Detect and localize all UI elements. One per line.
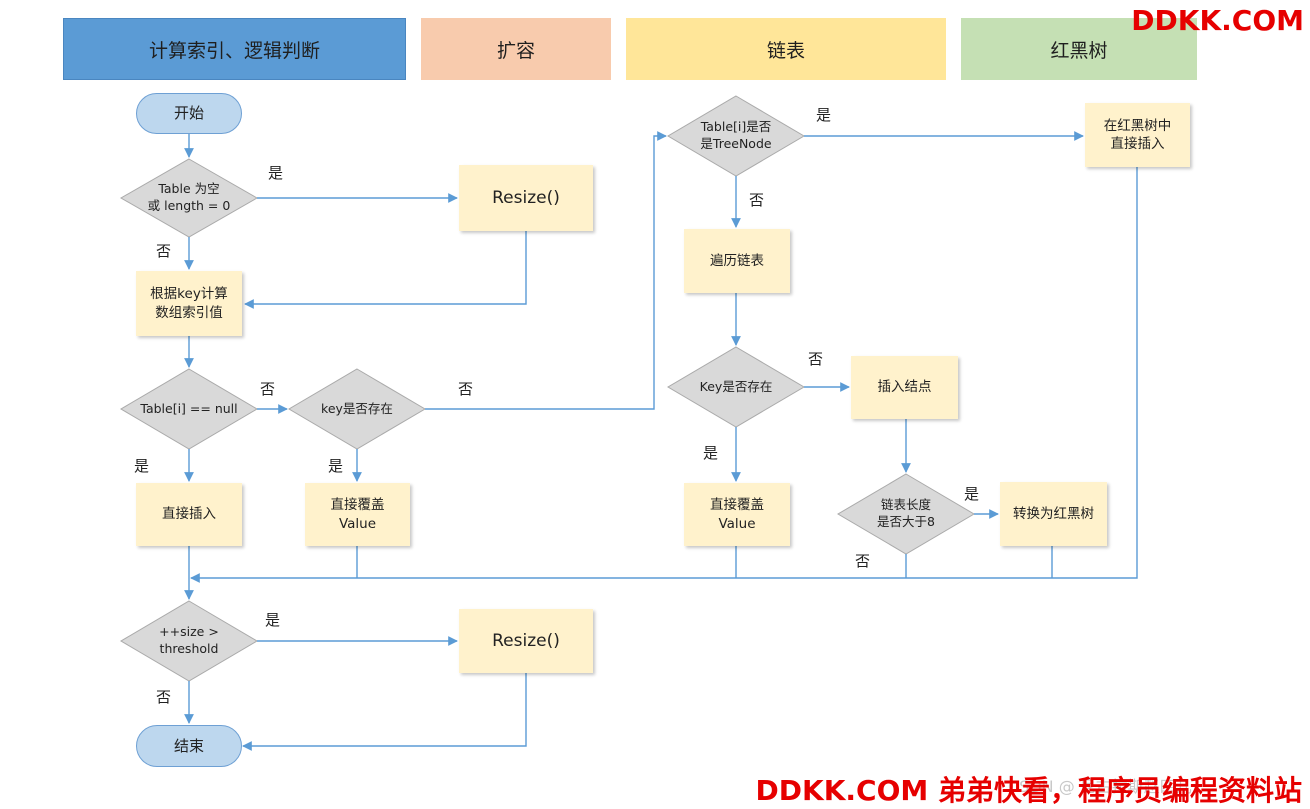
edge-label-no: 否 xyxy=(260,380,276,398)
decision-label-list-length: 链表长度 是否大于8 xyxy=(877,497,935,529)
overwrite-value-box-1: 直接覆盖 Value xyxy=(305,483,410,546)
lane-header-index-logic: 计算索引、逻辑判断 xyxy=(63,18,406,80)
edge-merge xyxy=(190,167,1138,583)
edge xyxy=(425,131,667,410)
edge-label-yes: 是 xyxy=(265,611,281,629)
convert-to-tree-box: 转换为红黑树 xyxy=(1000,482,1107,546)
start-node: 开始 xyxy=(136,93,242,134)
lane-header-resize: 扩容 xyxy=(421,18,611,80)
watermark-faint: CSDN @ 尼古拉斯赵四儿 xyxy=(1008,777,1192,796)
edge-label-yes: 是 xyxy=(816,106,832,124)
tree-insert-box: 在红黑树中 直接插入 xyxy=(1085,103,1190,167)
compute-index-box: 根据key计算 数组索引值 xyxy=(136,271,242,336)
decision-label-table-empty: Table 为空 或 length = 0 xyxy=(147,181,231,213)
edge-label-yes: 是 xyxy=(268,164,284,182)
edge-label-no: 否 xyxy=(156,688,172,706)
traverse-list-box: 遍历链表 xyxy=(684,229,790,293)
lane-header-linked-list: 链表 xyxy=(626,18,946,80)
edge-label-no: 否 xyxy=(749,191,765,209)
watermark-top: DDKK.COM xyxy=(1131,4,1304,37)
edge-label-yes: 是 xyxy=(964,485,980,503)
decision-label-key-exists: key是否存在 xyxy=(321,400,393,416)
resize-box-1: Resize() xyxy=(459,165,593,231)
edge-label-no: 否 xyxy=(855,552,871,570)
edge-label-yes: 是 xyxy=(134,457,150,475)
edge-label-no: 否 xyxy=(156,242,172,260)
watermark-bottom: DDKK.COM 弟弟快看，程序员编程资料站 xyxy=(755,774,1302,807)
decision-label-is-treenode: Table[i]是否 是TreeNode xyxy=(700,119,772,151)
lane-header-red-black-tree: 红黑树 xyxy=(961,18,1197,80)
edge xyxy=(242,673,527,751)
decision-label-key-exists-2: Key是否存在 xyxy=(699,378,773,394)
decision-label-size-check: ++size > threshold xyxy=(159,624,219,656)
overwrite-value-box-2: 直接覆盖 Value xyxy=(684,483,790,546)
direct-insert-box: 直接插入 xyxy=(136,483,242,546)
edge-label-yes: 是 xyxy=(328,457,344,475)
end-node: 结束 xyxy=(136,725,242,767)
decision-label-table-i-null: Table[i] == null xyxy=(140,400,238,416)
edge-label-yes: 是 xyxy=(703,444,719,462)
edge-label-no: 否 xyxy=(808,350,824,368)
insert-node-box: 插入结点 xyxy=(851,356,958,419)
edge-label-no: 否 xyxy=(458,380,474,398)
resize-box-2: Resize() xyxy=(459,609,593,673)
edge xyxy=(244,231,527,309)
